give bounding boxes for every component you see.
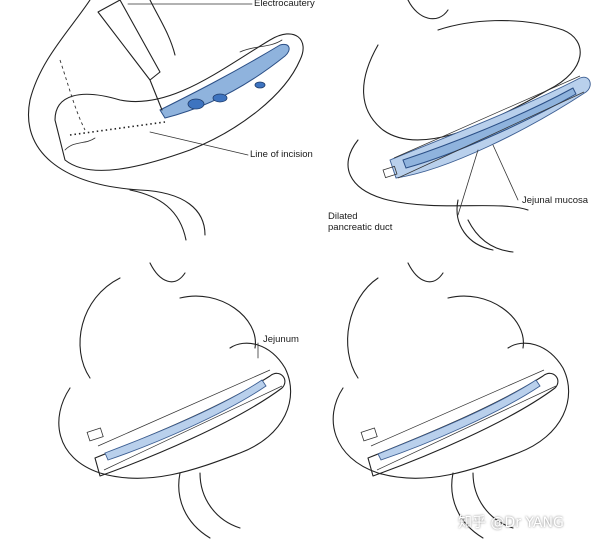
panel-completed-anastomosis: 知乎 @Dr YANG: [318, 258, 600, 546]
label-pancreatic-duct: pancreatic duct: [328, 223, 392, 233]
label-dilated: Dilated: [328, 212, 358, 222]
panel-incision: Electrocautery Line of incision: [0, 0, 318, 258]
calculus-2: [213, 94, 227, 102]
label-jejunal-mucosa: Jejunal mucosa: [522, 196, 588, 206]
panel-opened-duct: Jejunal mucosa Dilated pancreatic duct: [318, 0, 600, 258]
panel-jejunum-drawing: [0, 258, 318, 546]
panel-incision-drawing: [0, 0, 318, 258]
label-electrocautery: Electrocautery: [254, 0, 315, 9]
label-jejunum: Jejunum: [263, 335, 299, 345]
panel-opened-duct-drawing: [318, 0, 600, 258]
calculus-3: [255, 82, 265, 88]
label-line-of-incision: Line of incision: [250, 150, 313, 160]
panel-jejunum-anastomosis: Jejunum: [0, 258, 318, 546]
watermark-text: 知乎 @Dr YANG: [458, 512, 564, 532]
calculus-1: [188, 99, 204, 109]
panel-completed-drawing: [318, 258, 600, 546]
